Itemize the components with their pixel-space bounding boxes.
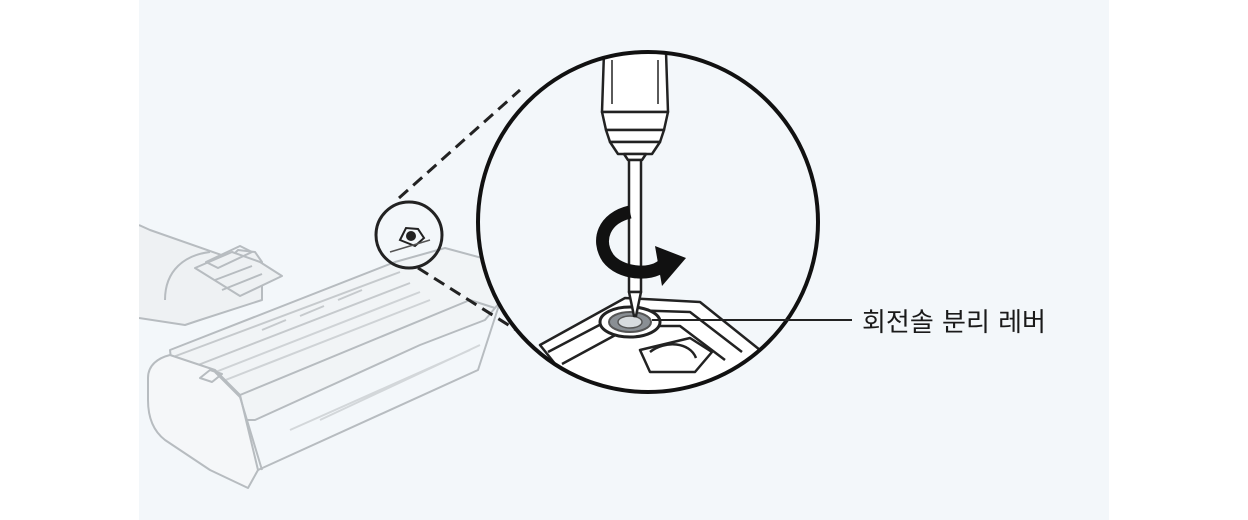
rotation-arrow-icon — [596, 205, 667, 279]
magnified-detail — [476, 50, 820, 394]
vacuum-brush-head — [139, 224, 501, 489]
magnification-guide-lines — [398, 88, 549, 352]
focus-circle — [374, 200, 444, 270]
rotating-brush-release-lever-label: 회전솔 분리 레버 — [862, 308, 1046, 338]
